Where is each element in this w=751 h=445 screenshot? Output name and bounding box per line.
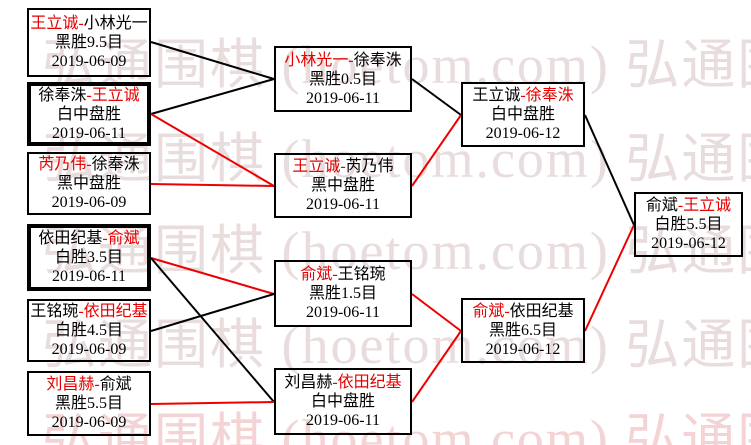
match-date: 2019-06-12 xyxy=(485,341,561,358)
vs-hyphen: - xyxy=(332,266,338,283)
vs-hyphen: - xyxy=(102,230,108,247)
match-players: 俞斌-王铭琬 xyxy=(300,265,385,284)
match-date: 2019-06-11 xyxy=(305,89,381,107)
match-date: 2019-06-09 xyxy=(51,414,127,431)
player-1: 王铭琬 xyxy=(30,303,79,320)
player-2-winner: 俞斌 xyxy=(107,230,140,247)
player-1: 刘昌赫 xyxy=(284,374,333,391)
player-1: 王立诚 xyxy=(472,87,521,104)
player-1-winner: 俞斌 xyxy=(472,303,505,320)
player-2-winner: 徐奉洙 xyxy=(525,87,574,104)
match-result: 黑胜1.5目 xyxy=(308,285,377,302)
player-1-winner: 俞斌 xyxy=(300,266,333,283)
match-players: 王立诚-徐奉洙 xyxy=(472,86,573,105)
match-date: 2019-06-12 xyxy=(485,125,561,142)
match-date: 2019-06-11 xyxy=(305,412,381,429)
match-date: 2019-06-09 xyxy=(51,341,127,358)
player-2: 王铭琬 xyxy=(337,266,386,283)
match-players: 王铭琬-依田纪基 xyxy=(30,302,147,321)
match-players: 王立诚-芮乃伟 xyxy=(292,157,393,176)
player-1: 俞斌 xyxy=(645,197,678,214)
vs-hyphen: - xyxy=(504,303,510,320)
vs-hyphen: - xyxy=(78,303,84,320)
match-players: 俞斌-依田纪基 xyxy=(472,302,573,321)
vs-hyphen: - xyxy=(520,87,526,104)
match-date: 2019-06-09 xyxy=(51,194,127,211)
player-1-winner: 刘昌赫 xyxy=(46,376,95,393)
match-players: 王立诚-小林光一 xyxy=(30,14,147,33)
vs-hyphen: - xyxy=(94,376,100,393)
player-1: 依田纪基 xyxy=(38,230,103,247)
match-result: 黑胜9.5目 xyxy=(54,34,123,51)
match-result: 白中盘胜 xyxy=(56,105,121,123)
vs-hyphen: - xyxy=(677,197,684,214)
match-date: 2019-06-11 xyxy=(305,196,381,213)
match-result: 白胜3.5目 xyxy=(54,249,123,266)
match-date: 2019-06-11 xyxy=(51,124,127,142)
match-date: 2019-06-11 xyxy=(305,304,381,321)
match-result: 白胜5.5目 xyxy=(654,216,723,233)
match-result: 白中盘胜 xyxy=(310,393,375,410)
player-1-winner: 王立诚 xyxy=(30,15,79,32)
match-result: 白中盘胜 xyxy=(490,106,555,123)
match-players: 芮乃伟-徐奉洙 xyxy=(38,155,139,174)
match-players: 俞斌-王立诚 xyxy=(646,196,731,215)
match-players: 刘昌赫-依田纪基 xyxy=(284,373,401,392)
player-2: 徐奉洙 xyxy=(91,156,140,173)
player-1-winner: 小林光一 xyxy=(284,51,349,69)
match-date: 2019-06-11 xyxy=(51,268,127,285)
match-players: 依田纪基-俞斌 xyxy=(38,229,139,248)
vs-hyphen: - xyxy=(348,51,354,69)
player-2-winner: 王立诚 xyxy=(683,197,732,214)
player-2: 小林光一 xyxy=(83,15,148,32)
match-result: 黑胜0.5目 xyxy=(308,70,377,88)
match-date: 2019-06-09 xyxy=(51,53,127,70)
player-2: 芮乃伟 xyxy=(345,158,394,175)
player-2-winner: 依田纪基 xyxy=(337,374,402,391)
match-result: 黑中盘胜 xyxy=(310,177,375,194)
vs-hyphen: - xyxy=(86,156,92,173)
player-2-winner: 王立诚 xyxy=(91,86,140,104)
player-1: 徐奉洙 xyxy=(38,86,87,104)
match-players: 小林光一-徐奉洙 xyxy=(284,51,401,70)
vs-hyphen: - xyxy=(340,158,346,175)
match-players: 刘昌赫-俞斌 xyxy=(46,375,131,394)
vs-hyphen: - xyxy=(86,86,92,104)
vs-hyphen: - xyxy=(78,15,84,32)
player-2: 依田纪基 xyxy=(509,303,574,320)
match-result: 黑中盘胜 xyxy=(56,175,121,192)
player-1-winner: 王立诚 xyxy=(292,158,341,175)
player-2: 徐奉洙 xyxy=(353,51,402,69)
player-1-winner: 芮乃伟 xyxy=(38,156,87,173)
match-result: 白胜4.5目 xyxy=(54,322,123,339)
player-2-winner: 依田纪基 xyxy=(83,303,148,320)
vs-hyphen: - xyxy=(332,374,338,391)
match-result: 黑胜6.5目 xyxy=(488,322,557,339)
player-2: 俞斌 xyxy=(99,376,132,393)
match-date: 2019-06-12 xyxy=(651,235,726,252)
match-players: 徐奉洙-王立诚 xyxy=(38,86,139,105)
match-result: 黑胜5.5目 xyxy=(54,395,123,412)
